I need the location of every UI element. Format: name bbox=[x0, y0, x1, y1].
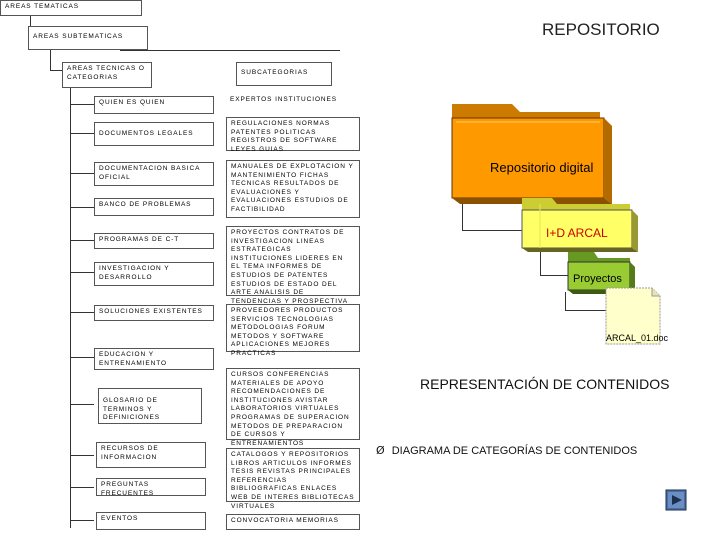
connector-line bbox=[50, 50, 51, 70]
subcategory-box-manuales: MANUALES DE EXPLOTACION Y MANTENIMIENTO … bbox=[226, 160, 360, 218]
connector-line bbox=[50, 70, 64, 71]
subcategorias-box: SUBCATEGORIAS bbox=[236, 62, 332, 86]
category-box-soluciones: SOLUCIONES EXISTENTES bbox=[94, 305, 214, 321]
connector-line bbox=[540, 275, 570, 276]
representacion-title: REPRESENTACIÓN DE CONTENIDOS bbox=[420, 376, 670, 392]
connector-line bbox=[462, 230, 522, 231]
category-box-quien: QUIEN ES QUIEN bbox=[94, 96, 214, 114]
connector-line bbox=[565, 310, 607, 311]
folder-sub-label: I+D ARCAL bbox=[546, 226, 608, 240]
category-box-recursos: RECURSOS DE INFORMACION bbox=[96, 442, 206, 468]
connector-line bbox=[70, 173, 94, 174]
category-box-programas: PROGRAMAS DE C-T bbox=[94, 233, 214, 249]
connector-line bbox=[70, 104, 94, 105]
connector-line bbox=[70, 487, 94, 488]
subcategory-box-expertos: EXPERTOS INSTITUCIONES bbox=[226, 94, 360, 108]
subcategory-box-catalogos: CATALOGOS Y REPOSITORIOS LIBROS ARTICULO… bbox=[226, 448, 360, 510]
category-box-documentos: DOCUMENTOS LEGALES bbox=[94, 122, 214, 146]
document-label: ARCAL_01.doc bbox=[606, 333, 669, 343]
connector-line bbox=[462, 150, 463, 230]
category-box-eventos: EVENTOS bbox=[96, 512, 206, 530]
bullet-arrow-icon: Ø bbox=[376, 444, 385, 457]
category-box-banco: BANCO DE PROBLEMAS bbox=[94, 198, 214, 216]
connector-line bbox=[70, 357, 94, 358]
subcategory-box-proyectos: PROYECTOS CONTRATOS DE INVESTIGACION LIN… bbox=[226, 226, 360, 305]
category-box-educacion: EDUCACION Y ENTRENAMIENTO bbox=[94, 348, 214, 370]
subcategory-box-convocatoria: CONVOCATORIA MEMORIAS bbox=[226, 514, 360, 530]
connector-line bbox=[565, 292, 566, 310]
connector-line bbox=[70, 133, 94, 134]
connector-line bbox=[540, 245, 541, 275]
subcategory-box-cursos: CURSOS CONFERENCIAS MATERIALES DE APOYO … bbox=[226, 368, 360, 447]
folder-main-icon bbox=[451, 104, 612, 204]
connector-line bbox=[70, 520, 94, 521]
diagram-bullet-text: DIAGRAMA DE CATEGORÍAS DE CONTENIDOS bbox=[391, 445, 638, 457]
folder-sub-icon bbox=[521, 198, 638, 252]
connector-line bbox=[70, 312, 94, 313]
connector-line bbox=[70, 272, 94, 273]
connector-line bbox=[120, 50, 340, 51]
folder-proj-label: Proyectos bbox=[573, 273, 622, 285]
category-box-preguntas: PREGUNTAS FRECUENTES bbox=[96, 478, 206, 497]
connector-line bbox=[70, 404, 94, 405]
areas-subtematicas-box: AREAS SUBTEMATICAS bbox=[28, 26, 148, 50]
next-slide-button[interactable] bbox=[666, 490, 686, 510]
subcategory-box-proveedores: PROVEEDORES PRODUCTOS SERVICIOS TECNOLOG… bbox=[226, 304, 360, 357]
areas-tematicas-box: AREAS TEMATICAS bbox=[0, 0, 142, 16]
folder-main-label: Repositorio digital bbox=[490, 160, 594, 175]
connector-line bbox=[70, 88, 71, 528]
areas-tecnicas-box: AREAS TECNICAS O CATEGORIAS bbox=[62, 62, 152, 88]
category-box-investigacion: INVESTIGACION Y DESARROLLO bbox=[94, 262, 214, 286]
subcategory-box-regulaciones: REGULACIONES NORMAS PATENTES POLITICAS R… bbox=[226, 117, 360, 153]
connector-line bbox=[70, 240, 94, 241]
connector-line bbox=[30, 16, 31, 34]
category-box-glosario: GLOSARIO DE TERMINOS Y DEFINICIONES bbox=[98, 388, 202, 424]
connector-line bbox=[70, 455, 94, 456]
repositorio-title: REPOSITORIO bbox=[542, 20, 660, 39]
category-box-documentacion: DOCUMENTACION BASICA OFICIAL bbox=[94, 162, 214, 186]
connector-line bbox=[70, 207, 94, 208]
diagram-bullet: Ø DIAGRAMA DE CATEGORÍAS DE CONTENIDOS bbox=[376, 444, 637, 457]
